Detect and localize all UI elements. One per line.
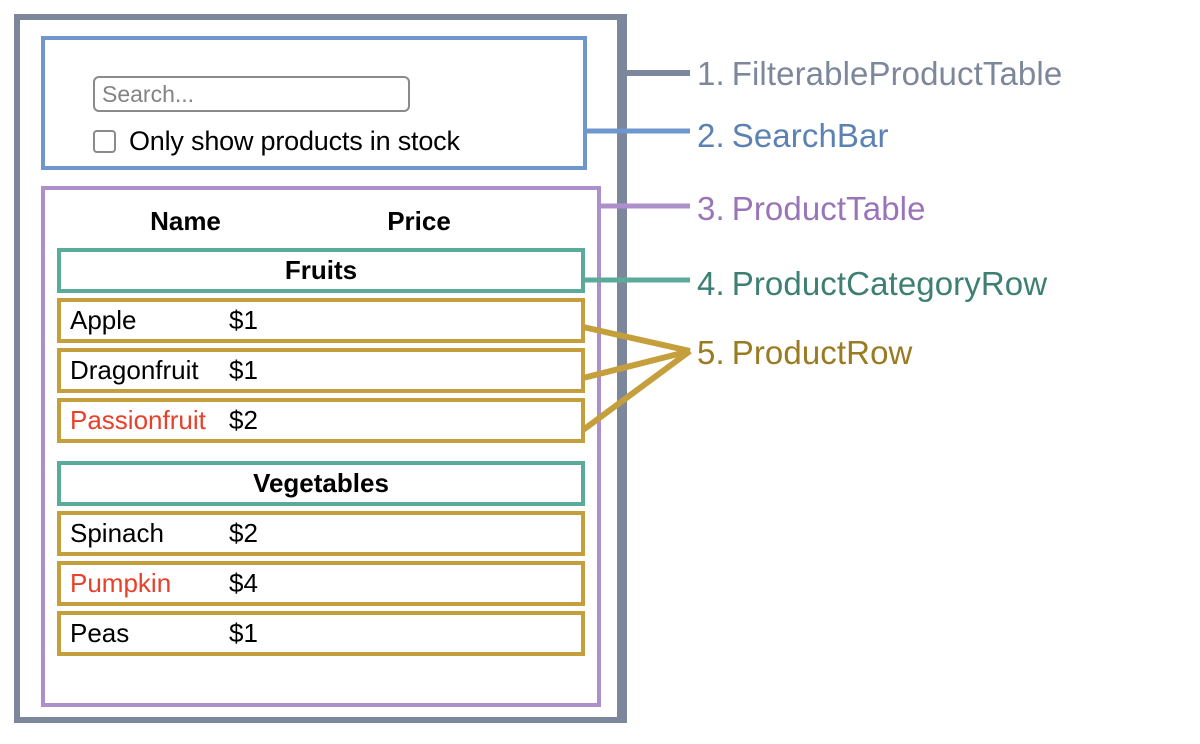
legend-label: FilterableProductTable	[731, 55, 1063, 92]
product-category-label: Vegetables	[253, 468, 389, 498]
product-price: $2	[229, 518, 258, 548]
legend-number: 1.	[697, 55, 725, 92]
legend-item-product-table: 3.ProductTable	[697, 190, 926, 228]
legend-number: 2.	[697, 117, 725, 154]
product-category-row: Fruits	[57, 248, 585, 293]
legend-item-filterable-product-table: 1.FilterableProductTable	[697, 55, 1062, 93]
product-name: Pumpkin	[70, 568, 172, 598]
legend-item-product-row: 5.ProductRow	[697, 334, 912, 372]
product-table-header: Name Price	[57, 200, 585, 242]
legend-item-search-bar: 2.SearchBar	[697, 117, 889, 155]
only-in-stock-label: Only show products in stock	[129, 126, 460, 156]
product-category-row: Vegetables	[57, 461, 585, 506]
product-row: Apple $1	[57, 298, 585, 343]
legend-number: 3.	[697, 190, 725, 227]
column-header-price: Price	[387, 205, 451, 236]
stock-filter-row[interactable]: Only show products in stock	[93, 126, 460, 157]
legend-label: ProductRow	[731, 334, 913, 371]
legend-item-product-category-row: 4.ProductCategoryRow	[697, 265, 1047, 303]
product-row: Dragonfruit $1	[57, 348, 585, 393]
product-price: $1	[229, 618, 258, 648]
product-name: Peas	[70, 618, 130, 648]
only-in-stock-checkbox[interactable]	[93, 130, 116, 153]
group-spacer	[57, 448, 585, 461]
legend-number: 4.	[697, 265, 725, 302]
product-price: $1	[229, 355, 258, 385]
search-input[interactable]	[93, 76, 410, 112]
product-table-body: Fruits Apple $1 Dragonfruit $1 Passionfr…	[57, 248, 585, 661]
legend-label: ProductTable	[731, 190, 926, 227]
product-price: $1	[229, 305, 258, 335]
product-name: Dragonfruit	[70, 355, 199, 385]
product-row: Pumpkin $4	[57, 561, 585, 606]
product-price: $4	[229, 568, 258, 598]
product-price: $2	[229, 405, 258, 435]
legend-label: SearchBar	[731, 117, 889, 154]
product-table: Name Price Fruits Apple $1 Dragonfruit $…	[41, 186, 601, 707]
product-name: Passionfruit	[70, 405, 206, 435]
product-row: Spinach $2	[57, 511, 585, 556]
legend-label: ProductCategoryRow	[731, 265, 1048, 302]
column-header-name: Name	[150, 205, 221, 236]
legend-number: 5.	[697, 334, 725, 371]
search-bar: Only show products in stock	[41, 36, 587, 170]
product-name: Apple	[70, 305, 137, 335]
product-name: Spinach	[70, 518, 164, 548]
product-category-label: Fruits	[284, 255, 358, 285]
product-row: Passionfruit $2	[57, 398, 585, 443]
product-row: Peas $1	[57, 611, 585, 656]
